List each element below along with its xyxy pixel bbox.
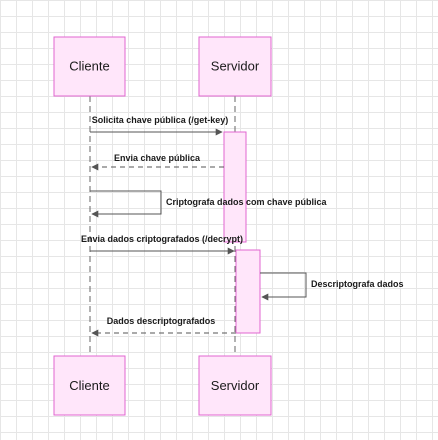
participant-client-top[interactable]: Cliente <box>53 36 126 97</box>
participant-client-bottom[interactable]: Cliente <box>53 355 126 416</box>
message-decrypt-self-label: Descriptografa dados <box>311 279 404 289</box>
participant-server-bottom[interactable]: Servidor <box>198 355 272 416</box>
message-request-key[interactable]: Solicita chave pública (/get-key) <box>90 115 229 136</box>
server-activation-2 <box>235 249 261 334</box>
message-encrypt-self-label: Criptografa dados com chave pública <box>166 197 328 207</box>
message-encrypt-self[interactable]: Criptografa dados com chave pública <box>90 190 328 218</box>
participant-server-bottom-label: Servidor <box>211 378 260 393</box>
server-activation-1 <box>223 131 247 243</box>
message-decrypt-self[interactable]: Descriptografa dados <box>260 272 404 301</box>
participant-client-bottom-label: Cliente <box>69 378 109 393</box>
message-send-encrypted-label: Envia dados criptografados (/decrypt) <box>81 234 243 244</box>
participant-client-top-label: Cliente <box>69 59 109 74</box>
message-send-key-label: Envia chave pública <box>114 153 201 163</box>
message-request-key-label: Solicita chave pública (/get-key) <box>92 115 229 125</box>
message-decrypted-data-label: Dados descriptografados <box>107 316 216 326</box>
participant-server-top[interactable]: Servidor <box>198 36 272 97</box>
participant-server-top-label: Servidor <box>211 59 260 74</box>
message-send-encrypted[interactable]: Envia dados criptografados (/decrypt) <box>81 234 243 255</box>
message-decrypted-data[interactable]: Dados descriptografados <box>91 316 236 337</box>
message-send-key[interactable]: Envia chave pública <box>91 153 224 171</box>
